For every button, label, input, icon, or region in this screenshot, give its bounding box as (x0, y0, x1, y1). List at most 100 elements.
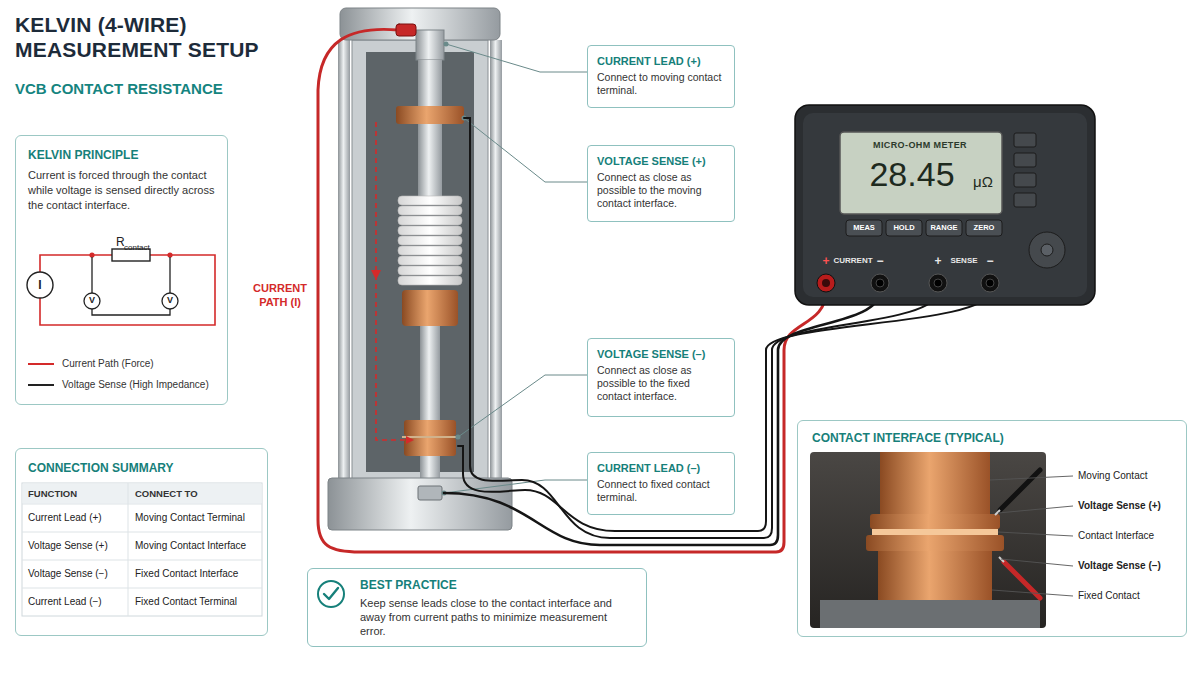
tip-box: BEST PRACTICE Keep sense leads close to t… (307, 568, 647, 647)
micro-ohm-meter (795, 105, 1095, 305)
table-header: FUNCTION (28, 488, 124, 500)
leader-line (458, 375, 587, 437)
legend-text: Current Path (Force) (62, 358, 222, 370)
callout-label: Fixed Contact (1078, 590, 1182, 602)
panel-body: Keep sense leads close to the contact in… (360, 596, 634, 638)
panel-heading: CONTACT INTERFACE (TYPICAL) (812, 431, 1172, 446)
junction-dot (167, 252, 172, 257)
housing (352, 40, 488, 485)
voltmeter-symbol: V (86, 295, 98, 306)
jack (981, 274, 999, 292)
current-wire (40, 255, 215, 325)
leader-line (998, 532, 1073, 536)
jack (822, 279, 830, 287)
jack-label: CURRENT (833, 256, 873, 266)
moving-stem (420, 326, 440, 420)
current-path-arrow (376, 122, 412, 440)
bellows (398, 266, 462, 275)
callout-label: Voltage Sense (+) (1078, 500, 1182, 512)
legend-text: Voltage Sense (High Impedance) (62, 379, 222, 391)
bellows (398, 226, 462, 235)
panel-body: Connect as close as possible to the fixe… (597, 364, 725, 403)
contact-photo (810, 452, 1046, 628)
meter-reading: 28.45 (862, 154, 962, 194)
table-cell: Voltage Sense (+) (28, 540, 126, 552)
meter-screen (840, 132, 1002, 214)
copper-flange (396, 106, 464, 124)
legend-line (28, 363, 54, 365)
contact-photo (878, 551, 992, 603)
vacuum-breaker (328, 8, 512, 530)
meter-button (1014, 173, 1036, 187)
bellows (398, 206, 462, 215)
leader-line (998, 506, 1073, 513)
check-icon (318, 581, 344, 607)
stem (418, 124, 442, 196)
bellows (398, 256, 462, 265)
contact-photo (870, 514, 1000, 529)
sense-wire (92, 257, 170, 315)
meter-unit: μΩ (973, 173, 1003, 191)
voltmeter-symbol (162, 293, 178, 309)
bellows (398, 196, 462, 285)
meter-button-label: ZERO (966, 223, 1002, 233)
current-source-symbol (27, 272, 53, 298)
meter-button-label: MEAS (846, 223, 882, 233)
leader-line (1001, 559, 1073, 566)
moving-contact (404, 420, 456, 436)
check-icon (324, 588, 338, 599)
subtitle: VCB CONTACT RESISTANCE (15, 80, 315, 98)
table-header-band (23, 484, 262, 504)
panel-heading: CONNECTION SUMMARY (28, 461, 255, 476)
current-path-label: CURRENT PATH (I) (252, 281, 308, 309)
leader-line (992, 590, 1073, 596)
bottom-terminal (418, 486, 442, 500)
micro-ohm-meter (795, 105, 1095, 305)
table-cell: Current Lead (−) (28, 596, 126, 608)
table-cell: Moving Contact Terminal (135, 512, 260, 524)
jack (986, 279, 994, 287)
diagram-title: KELVIN (4-WIRE) MEASUREMENT SETUP (15, 12, 295, 62)
summary-table (22, 483, 262, 616)
voltmeter-symbol (84, 293, 100, 309)
junction-dot (89, 252, 94, 257)
meter-button (1014, 193, 1036, 207)
bellows (398, 236, 462, 245)
meter-name: MICRO-OHM METER (842, 140, 998, 151)
jack-polarity: − (984, 254, 996, 268)
meter-button (926, 220, 962, 236)
table-cell: Fixed Contact Interface (135, 568, 260, 580)
leader-line (444, 42, 449, 47)
leader-line (446, 44, 587, 72)
leader-line (456, 435, 461, 440)
contact-photo (872, 529, 998, 535)
contact-photo (810, 452, 1046, 628)
cutaway (366, 52, 474, 472)
check-icon (318, 581, 344, 607)
contact-photo (880, 452, 990, 516)
meter-button-label: HOLD (886, 223, 922, 233)
panel-heading: BEST PRACTICE (360, 578, 634, 593)
bellows (398, 246, 462, 255)
contact-interface (402, 436, 458, 438)
meter-button-label: RANGE (926, 223, 962, 233)
panel-heading: CURRENT LEAD (+) (597, 54, 725, 68)
panel-body: Connect to fixed contact terminal. (597, 478, 725, 504)
jack (929, 274, 947, 292)
photo-panel: CONTACT INTERFACE (TYPICAL) (797, 420, 1187, 637)
table-rule (22, 483, 262, 616)
contact-photo (866, 535, 1004, 551)
lead-plug (396, 24, 416, 36)
callout-box: VOLTAGE SENSE (+)Connect as close as pos… (587, 145, 735, 222)
current-path-arrow (371, 270, 381, 280)
bellows (398, 276, 462, 285)
current-source-symbol: I (33, 278, 47, 292)
table-cell: Voltage Sense (−) (28, 568, 126, 580)
nav-pad (1041, 244, 1053, 256)
leader-line (442, 42, 588, 496)
contact-photo (1000, 470, 1040, 510)
leader-line (464, 118, 587, 182)
panel-body: Connect as close as possible to the movi… (597, 171, 725, 210)
jack (934, 279, 942, 287)
top-terminal (416, 30, 444, 60)
